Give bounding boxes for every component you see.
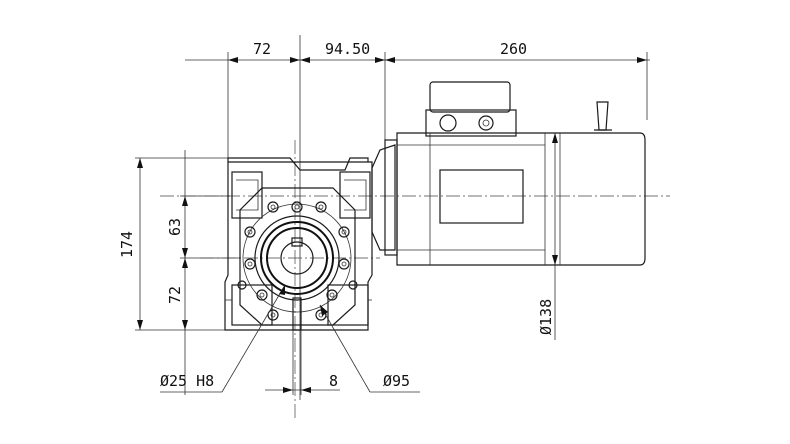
dim-63: 63	[166, 218, 184, 236]
motor-diameter-dim	[552, 133, 558, 340]
bottom-leaders	[160, 284, 420, 395]
dim-72-top: 72	[253, 40, 271, 58]
dim-94-50: 94.50	[325, 40, 370, 58]
motor-assembly	[371, 81, 646, 266]
gearbox-housing	[224, 157, 373, 331]
dim-motor: Ø138	[537, 299, 555, 335]
left-dimension-lines	[135, 150, 240, 395]
dim-flange: Ø95	[383, 372, 410, 390]
dim-bore: Ø25 H8	[160, 372, 214, 390]
dim-174: 174	[118, 231, 136, 258]
top-dimension-lines	[185, 35, 650, 400]
dim-72-left: 72	[166, 286, 184, 304]
dim-key: 8	[329, 372, 338, 390]
bolt-holes	[237, 201, 358, 321]
center-lines	[160, 140, 670, 420]
dim-260: 260	[500, 40, 527, 58]
